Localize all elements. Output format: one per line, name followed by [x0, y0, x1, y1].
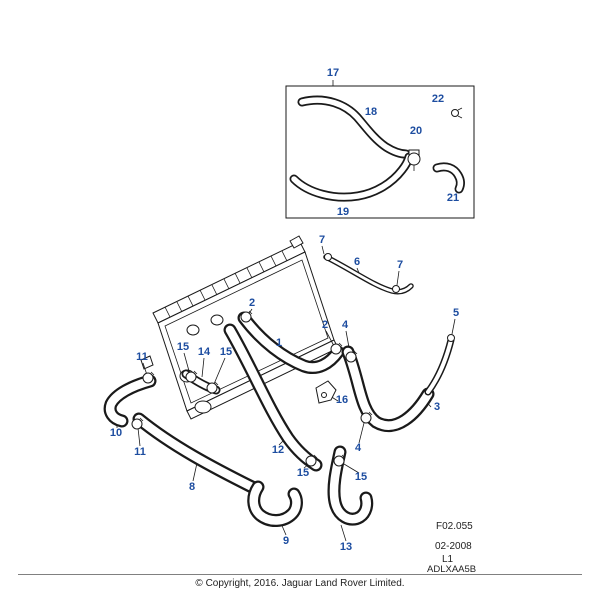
- bleed-valve-20: [407, 149, 421, 171]
- callout-label: 15: [296, 467, 310, 479]
- callout-label: 9: [282, 535, 290, 547]
- copyright-text: © Copyright, 2016. Jaguar Land Rover Lim…: [195, 578, 405, 589]
- callout-label: 4: [341, 319, 349, 331]
- callout-label: 17: [326, 67, 340, 79]
- radiator-drawing: [140, 235, 339, 420]
- callout-label: 15: [354, 471, 368, 483]
- callout-label: 7: [318, 234, 326, 246]
- callout-label: 22: [431, 93, 445, 105]
- callout-label: 13: [339, 541, 353, 553]
- filler-cap: [289, 235, 304, 249]
- callout-label: 12: [271, 444, 285, 456]
- callout-label: 5: [452, 307, 460, 319]
- callout-label: 8: [188, 481, 196, 493]
- callout-label: 14: [197, 346, 211, 358]
- callout-label: 10: [109, 427, 123, 439]
- inset-box: [285, 85, 475, 219]
- callout-label: 6: [353, 256, 361, 268]
- date-code: 02-2008: [435, 541, 472, 552]
- figure-code: F02.055: [436, 521, 473, 532]
- callout-label: 11: [136, 351, 148, 363]
- callout-label: 4: [354, 442, 362, 454]
- hoses: [103, 254, 455, 527]
- callout-label: 21: [446, 192, 460, 204]
- clip-22: [451, 107, 463, 119]
- callout-label: 20: [409, 125, 423, 137]
- callout-label: 2: [321, 319, 329, 331]
- radiator-port: [210, 314, 224, 326]
- hose-clamps: [131, 253, 455, 467]
- callout-label: 15: [176, 341, 190, 353]
- callout-label: 2: [248, 297, 256, 309]
- part-code: ADLXAA5B: [427, 564, 477, 575]
- radiator-port: [186, 324, 200, 336]
- callout-label: 1: [275, 337, 283, 349]
- callout-label: 18: [364, 106, 378, 118]
- bracket-16: [315, 380, 337, 404]
- callout-label: 11: [134, 446, 146, 458]
- callout-label: 15: [219, 346, 233, 358]
- sheet-code: L1: [442, 554, 454, 565]
- callout-label: 16: [335, 394, 349, 406]
- radiator-port: [194, 400, 212, 414]
- callout-label: 3: [433, 401, 441, 413]
- callout-label: 19: [336, 206, 350, 218]
- callout-label: 7: [396, 259, 404, 271]
- footer-divider: [18, 574, 582, 575]
